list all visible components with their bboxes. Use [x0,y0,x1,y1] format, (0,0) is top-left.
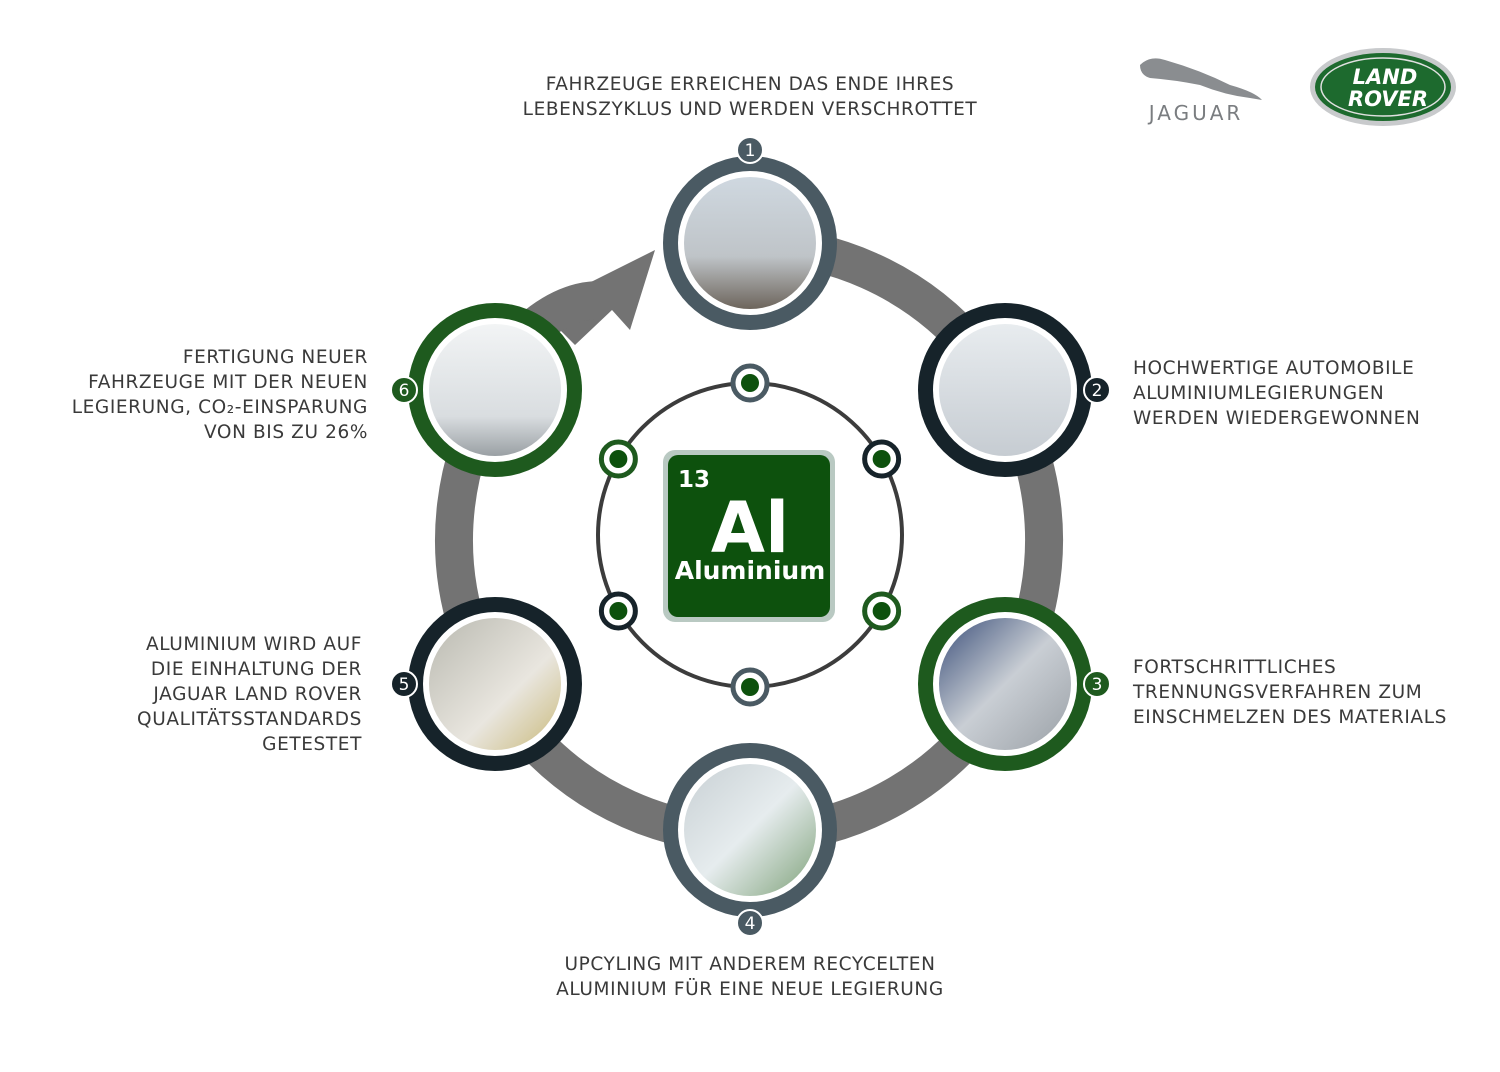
step-number-badge [1083,376,1111,404]
svg-text:ROVER: ROVER [1348,87,1428,111]
scrap-crane-photo [684,177,816,309]
land-rover-logo: LAND ROVER [1310,48,1456,126]
step-2-label: HOCHWERTIGE AUTOMOBILE ALUMINIUMLEGIERUN… [1133,358,1421,429]
step-3-node: 3 [918,597,1111,771]
step-1-label: FAHRZEUGE ERREICHEN DAS ENDE IHRES LEBEN… [522,74,978,120]
step-number-badge [1083,670,1111,698]
step-number: 6 [399,381,410,401]
step-6-label: FERTIGUNG NEUER FAHRZEUGE MIT DER NEUEN … [71,347,368,443]
cycle-arrow-icon [560,250,655,345]
step-number: 1 [745,141,756,161]
step-number: 4 [745,914,756,934]
step-4-node: 4 [663,743,837,937]
inner-node [730,363,770,403]
inner-node [598,439,638,479]
aluminium-coil-photo [429,618,561,750]
inner-node [862,591,902,631]
inner-node [598,591,638,631]
element-name: Aluminium [675,556,826,585]
step-5-label: ALUMINIUM WIRD AUF DIE EINHALTUNG DER JA… [137,634,362,755]
new-car-photo [429,324,561,456]
molten-aluminium-photo [939,618,1071,750]
svg-text:LAND: LAND [1353,65,1418,89]
element-symbol: Al [711,487,789,569]
step-number-badge [736,909,764,937]
step-number-badge [390,376,418,404]
step-number: 5 [399,675,410,695]
step-number: 3 [1092,675,1103,695]
inner-node [730,667,770,707]
element-number: 13 [678,467,710,493]
step-number-badge [736,136,764,164]
jaguar-logo: JAGUAR [1140,58,1262,125]
step-2-node: 2 [918,303,1111,477]
step-5-node: 5 [390,597,582,771]
step-1-node: 1 [663,136,837,330]
aluminium-cans-photo [684,764,816,896]
step-number: 2 [1092,381,1103,401]
step-number-badge [390,670,418,698]
step-3-label: FORTSCHRITTLICHES TRENNUNGSVERFAHREN ZUM… [1133,657,1447,728]
svg-text:JAGUAR: JAGUAR [1147,101,1244,125]
element-tile [668,455,830,617]
step-6-node: 6 [390,303,582,477]
inner-node [862,439,902,479]
car-lift-workshop-photo [939,324,1071,456]
step-4-label: UPCYLING MIT ANDEREM RECYCELTEN ALUMINIU… [556,954,944,1000]
